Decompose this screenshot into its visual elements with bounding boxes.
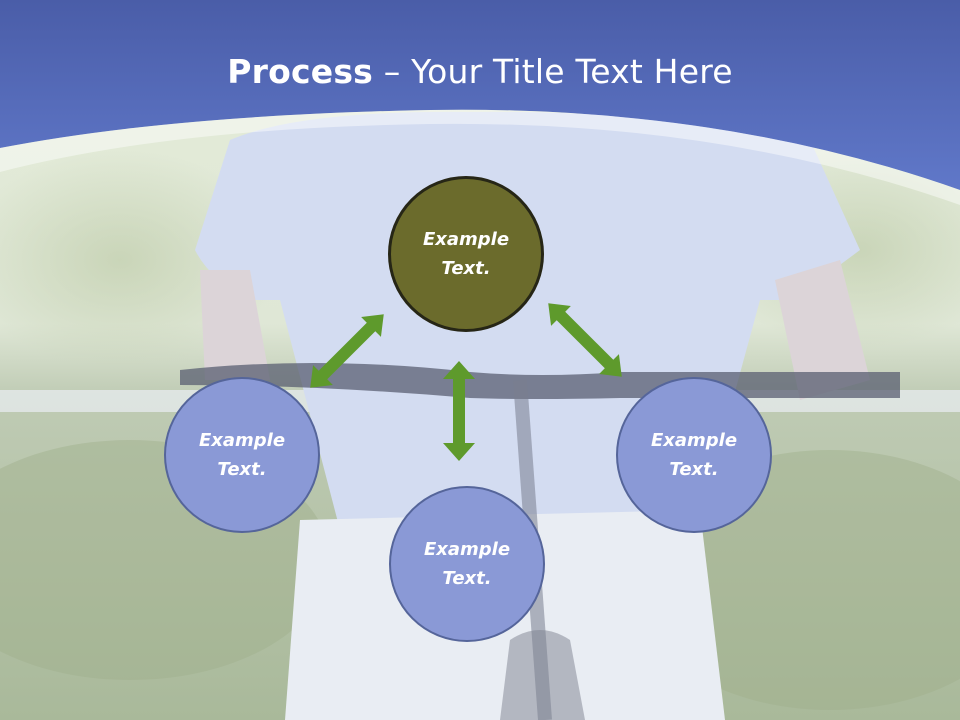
title-rest: – Your Title Text Here <box>373 52 733 91</box>
node-right: Example Text. <box>616 377 772 533</box>
node-right-line2: Text. <box>669 459 719 480</box>
node-top-line1: Example <box>422 229 510 250</box>
node-left-line2: Text. <box>217 459 267 480</box>
node-left: Example Text. <box>164 377 320 533</box>
node-bottom-line2: Text. <box>442 568 492 589</box>
arrow-right-top <box>548 303 622 377</box>
node-top-label: Example Text. <box>411 225 521 283</box>
node-bottom-label: Example Text. <box>412 535 522 593</box>
node-right-label: Example Text. <box>639 426 749 484</box>
arrow-vertical <box>443 361 475 461</box>
title-bold: Process <box>227 52 374 91</box>
node-bottom: Example Text. <box>389 486 545 642</box>
node-left-label: Example Text. <box>187 426 297 484</box>
node-top: Example Text. <box>388 176 544 332</box>
node-bottom-line1: Example <box>423 539 511 560</box>
node-right-line1: Example <box>650 430 738 451</box>
node-top-line2: Text. <box>441 258 491 279</box>
arrow-left-top <box>310 314 384 388</box>
node-left-line1: Example <box>198 430 286 451</box>
slide-title: Process – Your Title Text Here <box>0 52 960 91</box>
